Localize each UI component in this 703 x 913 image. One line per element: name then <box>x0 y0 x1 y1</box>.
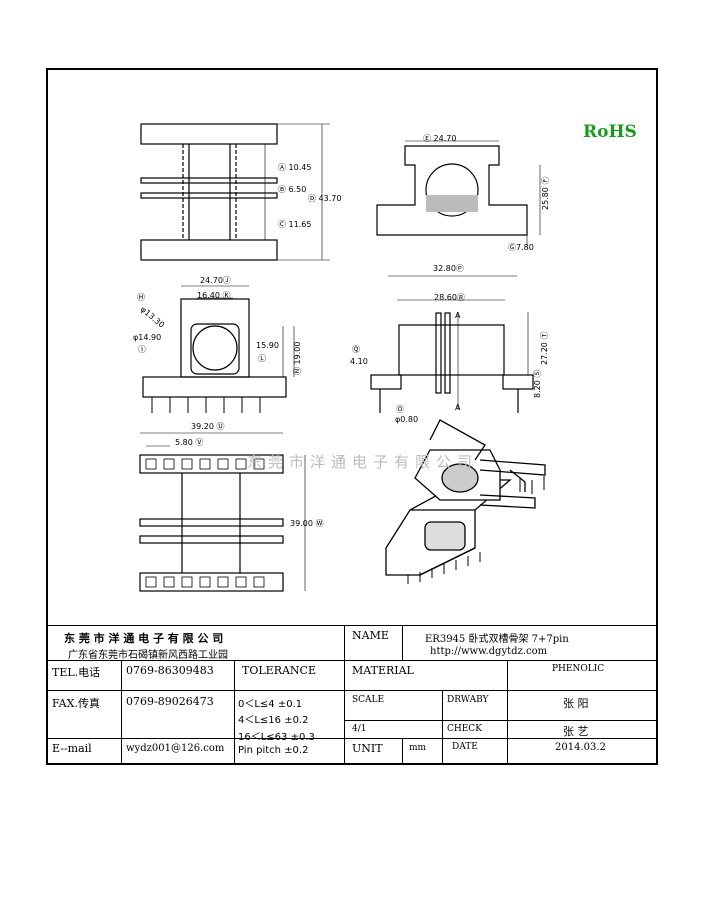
dim-g-label: Ⓖ7.80 <box>508 243 534 252</box>
dim-q-circle: Ⓠ <box>352 345 360 354</box>
tolerance-row-2: 4＜L≤16 ±0.2 <box>238 715 309 726</box>
tolerance-label: TOLERANCE <box>242 664 316 677</box>
date-label: DATE <box>452 742 478 752</box>
name-value: ER3945 卧式双槽骨架 7+7pin <box>425 634 569 645</box>
website-link[interactable]: http://www.dgytdz.com <box>430 646 548 657</box>
dim-h-label: φ13.30 <box>139 305 166 330</box>
dim-f-label: 25.80 Ⓕ <box>541 177 550 210</box>
dim-e-label: Ⓔ 24.70 <box>423 134 456 143</box>
dim-d-label: Ⓓ 43.70 <box>308 194 341 203</box>
end-view <box>142 285 295 413</box>
date-value: 2014.03.2 <box>555 742 606 753</box>
drawby-label: DRWABY <box>447 695 489 705</box>
fax-value: 0769-89026473 <box>126 695 214 708</box>
check-value: 张 艺 <box>563 725 589 738</box>
tolerance-row-1: 0＜L≤4 ±0.1 <box>238 699 303 710</box>
dim-i-label: φ14.90 <box>133 333 161 342</box>
dim-p-label: 32.80Ⓟ <box>433 264 464 273</box>
bottom-view <box>139 432 306 592</box>
dim-r-label: 28.60Ⓡ <box>434 293 465 302</box>
tel-value: 0769-86309483 <box>126 664 214 677</box>
unit-value: mm <box>409 743 427 753</box>
material-value: PHENOLIC <box>552 664 605 674</box>
dim-v-label: 5.80 Ⓥ <box>175 438 203 447</box>
dim-c-label: Ⓒ 11.65 <box>278 220 311 229</box>
dim-l-circle: Ⓛ <box>258 354 266 363</box>
front-view <box>376 140 541 245</box>
scale-value: 4/1 <box>352 724 367 734</box>
scale-label: SCALE <box>352 695 385 705</box>
dim-j-label: 24.70Ⓙ <box>200 276 231 285</box>
dim-i-circle: Ⓘ <box>138 345 146 354</box>
check-label: CHECK <box>447 724 482 734</box>
email-label: E--mail <box>52 742 92 755</box>
side-view <box>140 123 330 261</box>
dim-h-circle: Ⓗ <box>137 293 145 302</box>
section-a-top: A <box>455 311 461 320</box>
rohs-mark: RoHS <box>583 122 637 142</box>
drawby-value: 张 阳 <box>563 697 589 710</box>
dim-o-label: φ0.80 <box>395 415 418 424</box>
dim-k-label: 16.40 Ⓚ <box>197 291 230 300</box>
material-label: MATERIAL <box>352 664 414 677</box>
drawing-sheet <box>46 68 658 765</box>
tolerance-row-4: Pin pitch ±0.2 <box>238 745 309 756</box>
section-a-bottom: A <box>455 403 461 412</box>
dim-u-label: 39.20 Ⓤ <box>191 422 224 431</box>
dim-w-label: 39.00 Ⓦ <box>290 519 323 528</box>
dim-n-label: Ⓝ 19.00 <box>293 342 302 375</box>
dim-a-label: Ⓐ 10.45 <box>278 163 311 172</box>
dim-o-circle: Ⓞ <box>396 405 404 414</box>
unit-label: UNIT <box>352 742 383 755</box>
dim-t-label: 27.20 Ⓣ <box>540 332 549 365</box>
dim-s-label: 8.20 Ⓢ <box>533 370 542 398</box>
dim-b-label: Ⓑ 6.50 <box>278 185 306 194</box>
fax-label: FAX.传真 <box>52 697 100 710</box>
watermark-text: 东莞市洋通电子有限公司 <box>247 453 479 471</box>
email-value: wydz001@126.com <box>126 743 225 754</box>
dim-l-label: 15.90 <box>256 341 279 350</box>
top-view <box>370 275 534 413</box>
tolerance-row-3: 16＜L≤63 ±0.3 <box>238 732 315 743</box>
name-label: NAME <box>352 629 389 642</box>
dim-q-label: 4.10 <box>350 357 368 366</box>
tel-label: TEL.电话 <box>52 666 101 679</box>
company-address: 广东省东莞市石碣镇新风西路工业园 <box>68 650 228 661</box>
isometric-view <box>385 419 546 584</box>
company-name: 东 莞 市 洋 通 电 子 有 限 公 司 <box>64 632 224 645</box>
